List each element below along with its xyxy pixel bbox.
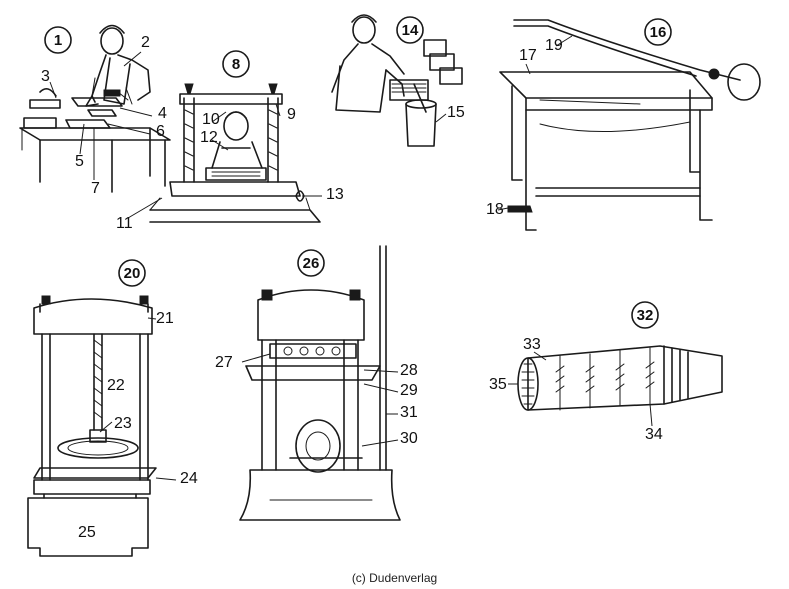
part-label-17: 17 <box>519 47 537 64</box>
part-label-6: 6 <box>156 123 165 140</box>
figure-number-text: 20 <box>124 265 141 282</box>
figure-number-text: 8 <box>232 56 240 73</box>
figure-8-press-drawing <box>149 83 321 223</box>
figure-number-text: 14 <box>402 22 419 39</box>
part-label-35: 35 <box>489 376 507 393</box>
figure-number-text: 1 <box>54 32 62 49</box>
part-label-30: 30 <box>400 430 418 447</box>
part-label-33: 33 <box>523 336 541 353</box>
figure-32-sewn-book-drawing <box>517 345 723 411</box>
figure-number-26: 26 <box>297 249 325 277</box>
figure-number-circle <box>44 26 72 54</box>
figure-number-text: 32 <box>637 307 654 324</box>
part-label-5: 5 <box>75 153 84 170</box>
part-label-7: 7 <box>91 180 100 197</box>
part-label-24: 24 <box>180 470 198 487</box>
part-label-29: 29 <box>400 382 418 399</box>
part-label-9: 9 <box>287 106 296 123</box>
part-label-15: 15 <box>447 104 465 121</box>
copyright-credit: (c) Dudenverlag <box>351 571 438 585</box>
part-label-12: 12 <box>200 129 218 146</box>
part-label-18: 18 <box>486 201 504 218</box>
figure-number-circle <box>644 18 672 46</box>
part-label-31: 31 <box>400 404 418 421</box>
part-label-13: 13 <box>326 186 344 203</box>
figure-number-text: 26 <box>303 255 320 272</box>
part-label-10: 10 <box>202 111 220 128</box>
figure-number-8: 8 <box>222 50 250 78</box>
figure-number-circle <box>222 50 250 78</box>
figure-number-20: 20 <box>118 259 146 287</box>
figure-number-circle <box>631 301 659 329</box>
figure-number-circle <box>297 249 325 277</box>
figure-number-circle <box>396 16 424 44</box>
figure-14-gluing-drawing <box>331 14 463 147</box>
figure-number-14: 14 <box>396 16 424 44</box>
figure-number-16: 16 <box>644 18 672 46</box>
callout-leader-lines <box>49 35 653 481</box>
part-label-19: 19 <box>545 37 563 54</box>
figure-number-1: 1 <box>44 26 72 54</box>
part-label-11: 11 <box>116 215 133 232</box>
part-label-34: 34 <box>645 426 663 443</box>
part-label-27: 27 <box>215 354 233 371</box>
figure-number-circle <box>118 259 146 287</box>
part-label-23: 23 <box>114 415 132 432</box>
part-label-2: 2 <box>141 34 150 51</box>
part-label-25: 25 <box>78 524 96 541</box>
figure-26-embossing-press-drawing <box>239 245 401 521</box>
part-label-4: 4 <box>158 105 167 122</box>
figure-number-32: 32 <box>631 301 659 329</box>
figure-20-screw-press-drawing <box>27 295 157 557</box>
part-label-3: 3 <box>41 68 50 85</box>
part-label-28: 28 <box>400 362 418 379</box>
part-label-21: 21 <box>156 310 174 327</box>
part-label-22: 22 <box>107 377 125 394</box>
figure-number-text: 16 <box>650 24 667 41</box>
figure-16-board-cutter-drawing <box>499 19 761 231</box>
